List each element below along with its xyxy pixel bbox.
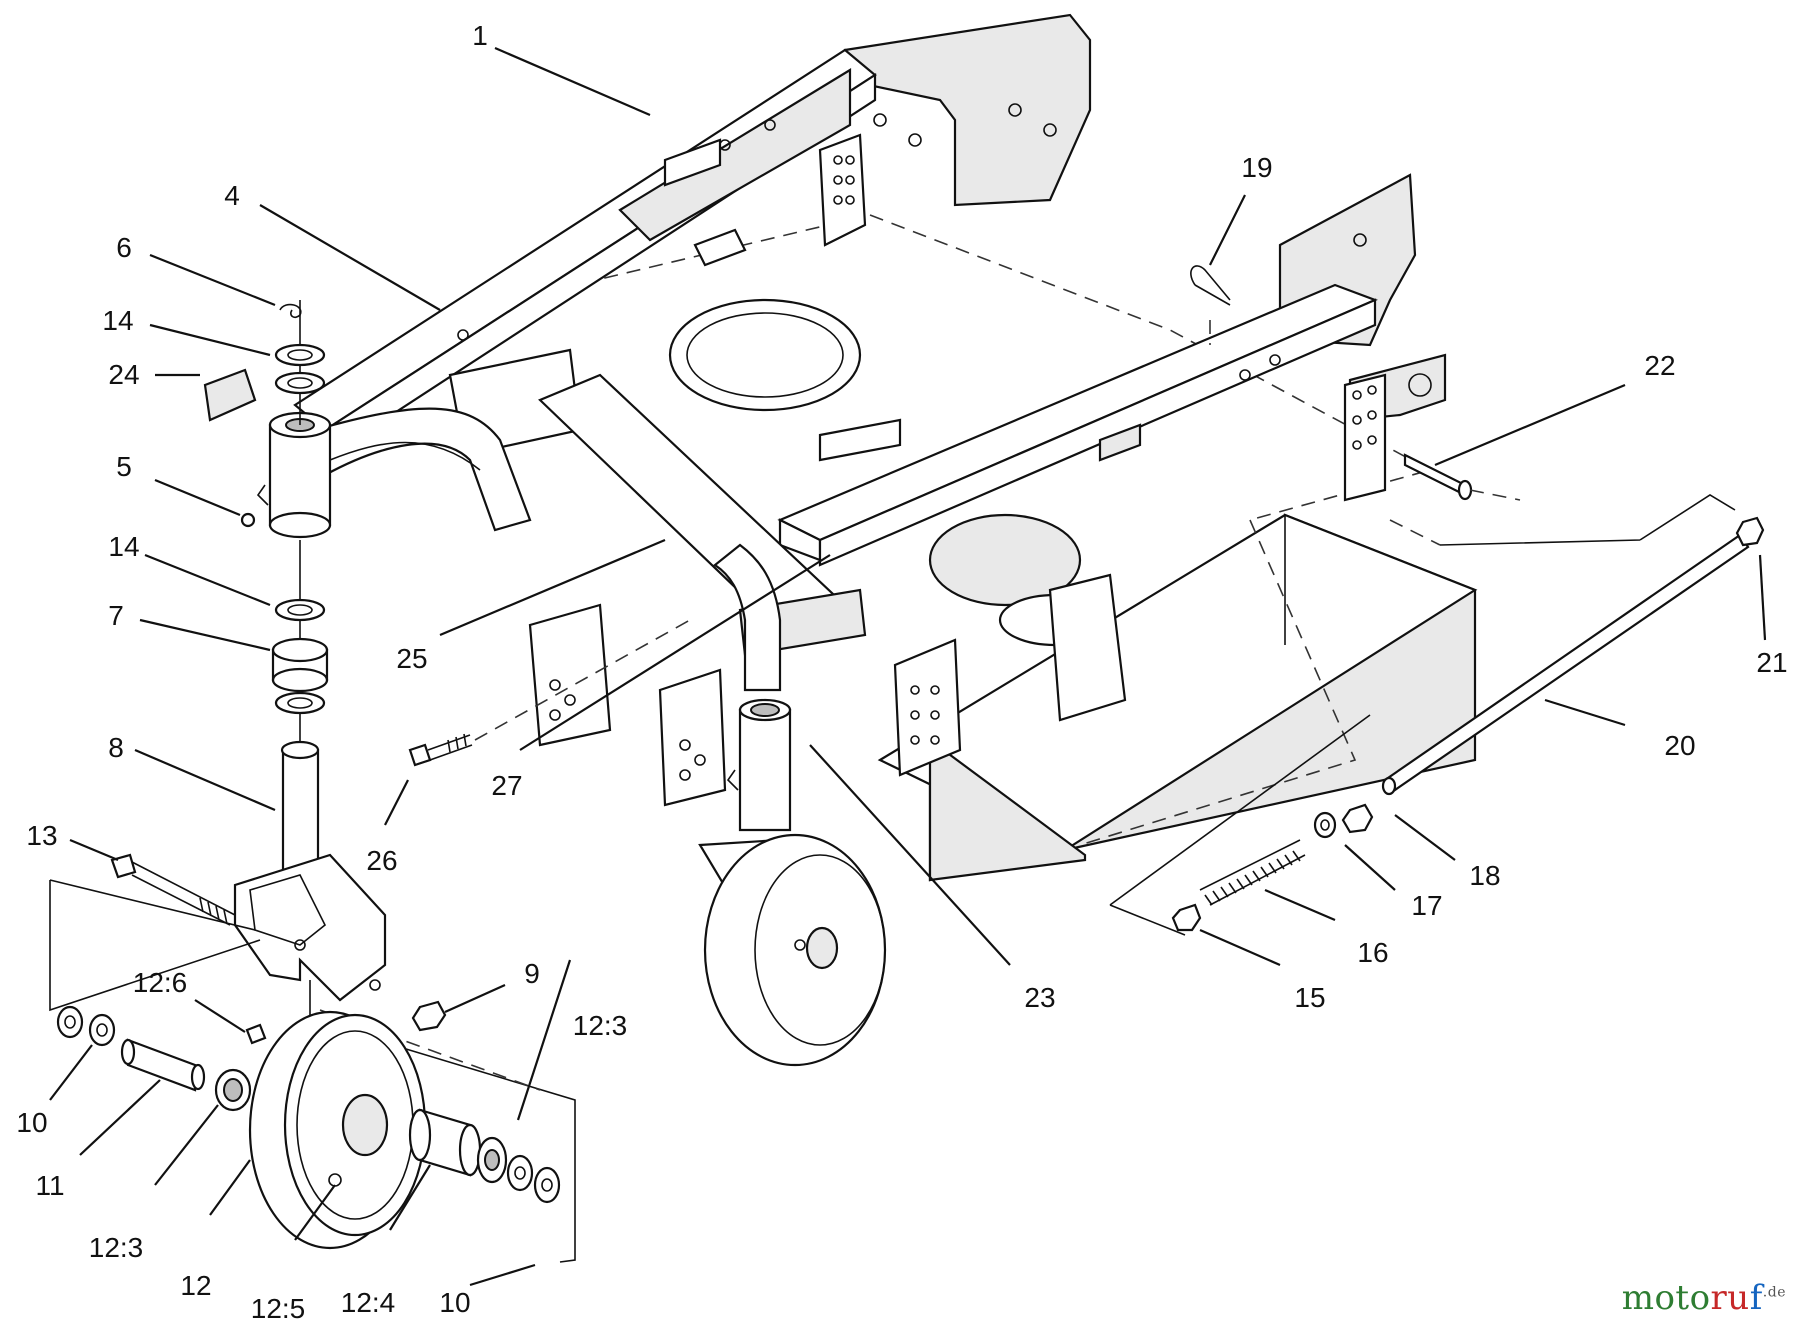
caster-pivot-assembly-left xyxy=(256,300,332,790)
callout-12-6: 12:6 xyxy=(133,967,188,998)
nut-15 xyxy=(1171,903,1202,932)
callout-12-3-lower: 12:3 xyxy=(89,1232,144,1263)
leader-lines xyxy=(49,46,1767,1287)
callout-labels: 1 4 6 14 24 5 14 7 8 13 9 12:6 12:3 10 1… xyxy=(16,20,1787,1324)
callout-12-5: 12:5 xyxy=(251,1293,306,1324)
nut-18 xyxy=(1341,803,1374,834)
caster-fork xyxy=(233,740,387,1002)
washer-10-left xyxy=(56,1005,116,1047)
callout-13: 13 xyxy=(26,820,57,851)
callout-25: 25 xyxy=(396,643,427,674)
callout-6: 6 xyxy=(116,232,132,263)
callout-12-4: 12:4 xyxy=(341,1287,396,1318)
grease-fitting xyxy=(240,512,256,528)
watermark-logo: motoruf.de xyxy=(1621,1278,1786,1318)
callout-8: 8 xyxy=(108,732,124,763)
washer-10-right xyxy=(506,1154,561,1204)
spacer-tube-11 xyxy=(120,1038,206,1092)
callout-14-lower: 14 xyxy=(108,531,139,562)
cap-nut-21 xyxy=(1735,516,1765,547)
hairpin-19 xyxy=(1190,265,1231,345)
callout-18: 18 xyxy=(1469,860,1500,891)
height-adjust-bracket-front xyxy=(528,133,1387,807)
caster-pivot-right xyxy=(726,698,792,832)
callout-4: 4 xyxy=(224,180,240,211)
spring-guide-outline xyxy=(1109,714,1371,936)
callout-19: 19 xyxy=(1241,152,1272,183)
caster-wheel-12 xyxy=(248,1010,427,1250)
exploded-guide-left xyxy=(49,879,576,1263)
axle-bolt xyxy=(110,853,236,926)
callout-20: 20 xyxy=(1664,730,1695,761)
callout-23: 23 xyxy=(1024,982,1055,1013)
deck-top-plate xyxy=(469,214,1433,846)
callout-11: 11 xyxy=(35,1170,64,1201)
frame-rail-lower xyxy=(777,283,1378,567)
callout-26: 26 xyxy=(366,845,397,876)
mower-deck xyxy=(877,513,1478,882)
hairpin-clip xyxy=(279,303,302,318)
callout-12-3-upper: 12:3 xyxy=(573,1010,628,1041)
rear-bracket-left xyxy=(843,13,1092,207)
callout-15: 15 xyxy=(1294,982,1325,1013)
clevis-pin-22 xyxy=(1403,453,1521,501)
spring-16 xyxy=(1199,839,1306,906)
grease-fitting-12-6 xyxy=(245,1023,267,1045)
callout-10-left: 10 xyxy=(16,1107,47,1138)
callout-1: 1 xyxy=(472,20,488,51)
washer-17 xyxy=(1313,811,1337,839)
bushing-stack xyxy=(271,598,329,715)
bearing-12-3-right xyxy=(476,1136,508,1184)
callout-7: 7 xyxy=(108,600,124,631)
pivot-rod-20 xyxy=(1381,494,1750,796)
spacer-12-4 xyxy=(408,1108,482,1177)
caster-arm-left xyxy=(313,407,532,532)
caster-arm-right xyxy=(713,543,782,692)
callout-10-right: 10 xyxy=(439,1287,470,1318)
bearing-12-3-left xyxy=(214,1068,252,1112)
callout-5: 5 xyxy=(116,451,132,482)
cross-members xyxy=(448,228,1142,657)
shim-plate xyxy=(203,368,257,422)
callout-16: 16 xyxy=(1357,937,1388,968)
lock-nut-9 xyxy=(411,1000,447,1032)
frame-rail-upper xyxy=(293,48,877,457)
callout-12: 12 xyxy=(180,1270,211,1301)
callout-24: 24 xyxy=(108,359,139,390)
hex-bolt-26 xyxy=(408,619,691,767)
callout-14-upper: 14 xyxy=(102,305,133,336)
washer-top xyxy=(274,343,326,395)
callout-21: 21 xyxy=(1756,647,1787,678)
callout-9: 9 xyxy=(524,958,540,989)
caster-wheel-right xyxy=(698,833,887,1067)
callout-22: 22 xyxy=(1644,350,1675,381)
callout-27: 27 xyxy=(491,770,522,801)
callout-17: 17 xyxy=(1411,890,1442,921)
